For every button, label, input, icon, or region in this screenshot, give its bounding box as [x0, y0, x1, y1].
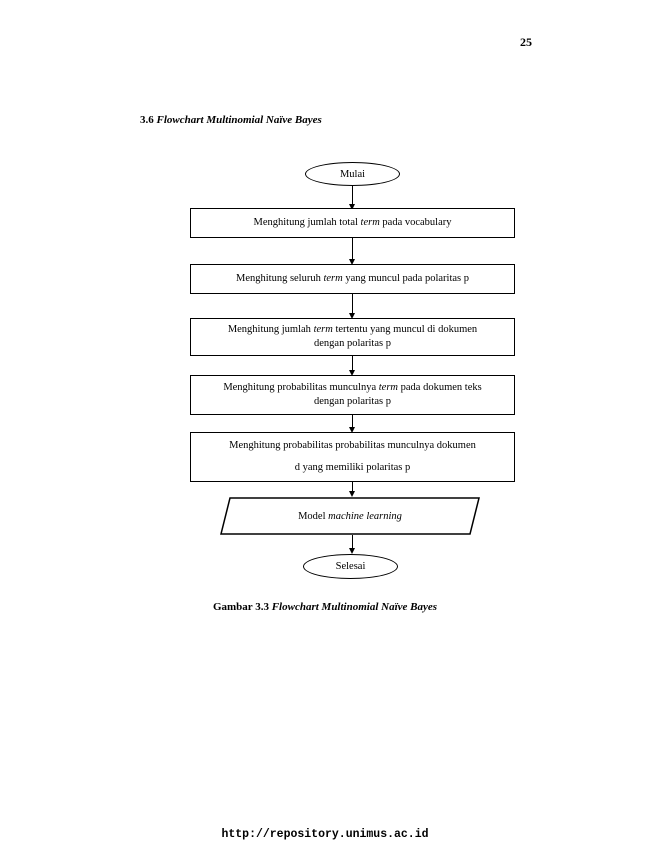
- process-step-2: Menghitung seluruh term yang muncul pada…: [190, 264, 515, 294]
- section-heading: 3.6 Flowchart Multinomial Naïve Bayes: [140, 114, 322, 126]
- end-label: Selesai: [335, 561, 366, 572]
- parallelogram-shape: [220, 497, 480, 535]
- figure-caption: Gambar 3.3 Flowchart Multinomial Naïve B…: [0, 601, 650, 613]
- step-2-text: Menghitung seluruh term yang muncul pada…: [235, 273, 469, 284]
- model-text: Model machine learning: [298, 510, 402, 522]
- model-io-box: Model machine learning: [220, 497, 480, 535]
- step-3-line-1: Menghitung jumlah term tertentu yang mun…: [227, 324, 478, 335]
- page-number: 25: [520, 35, 532, 49]
- caption-title: Flowchart Multinomial Naïve Bayes: [271, 601, 438, 613]
- start-terminal: Mulai: [305, 162, 400, 186]
- step-3-line-2: dengan polaritas p: [314, 338, 391, 349]
- step-4-line-2: dengan polaritas p: [314, 396, 391, 407]
- step-5-line-2: d yang memiliki polaritas p: [294, 462, 411, 473]
- process-step-1: Menghitung jumlah total term pada vocabu…: [190, 208, 515, 238]
- step-5-line-1: Menghitung probabilitas probabilitas mun…: [229, 440, 476, 451]
- start-label: Mulai: [339, 168, 366, 180]
- process-step-5: Menghitung probabilitas probabilitas mun…: [190, 432, 515, 482]
- process-step-4: Menghitung probabilitas munculnya term p…: [190, 375, 515, 415]
- caption-prefix: Gambar 3.3: [212, 601, 269, 613]
- section-number: 3.6: [140, 114, 154, 126]
- footer-url: http://repository.unimus.ac.id: [221, 828, 429, 841]
- end-terminal: Selesai: [303, 554, 398, 579]
- section-title: Flowchart Multinomial Naïve Bayes: [156, 114, 322, 126]
- step-4-line-1: Menghitung probabilitas munculnya term p…: [223, 382, 482, 393]
- step-1-text: Menghitung jumlah total term pada vocabu…: [253, 217, 452, 228]
- process-step-3: Menghitung jumlah term tertentu yang mun…: [190, 318, 515, 356]
